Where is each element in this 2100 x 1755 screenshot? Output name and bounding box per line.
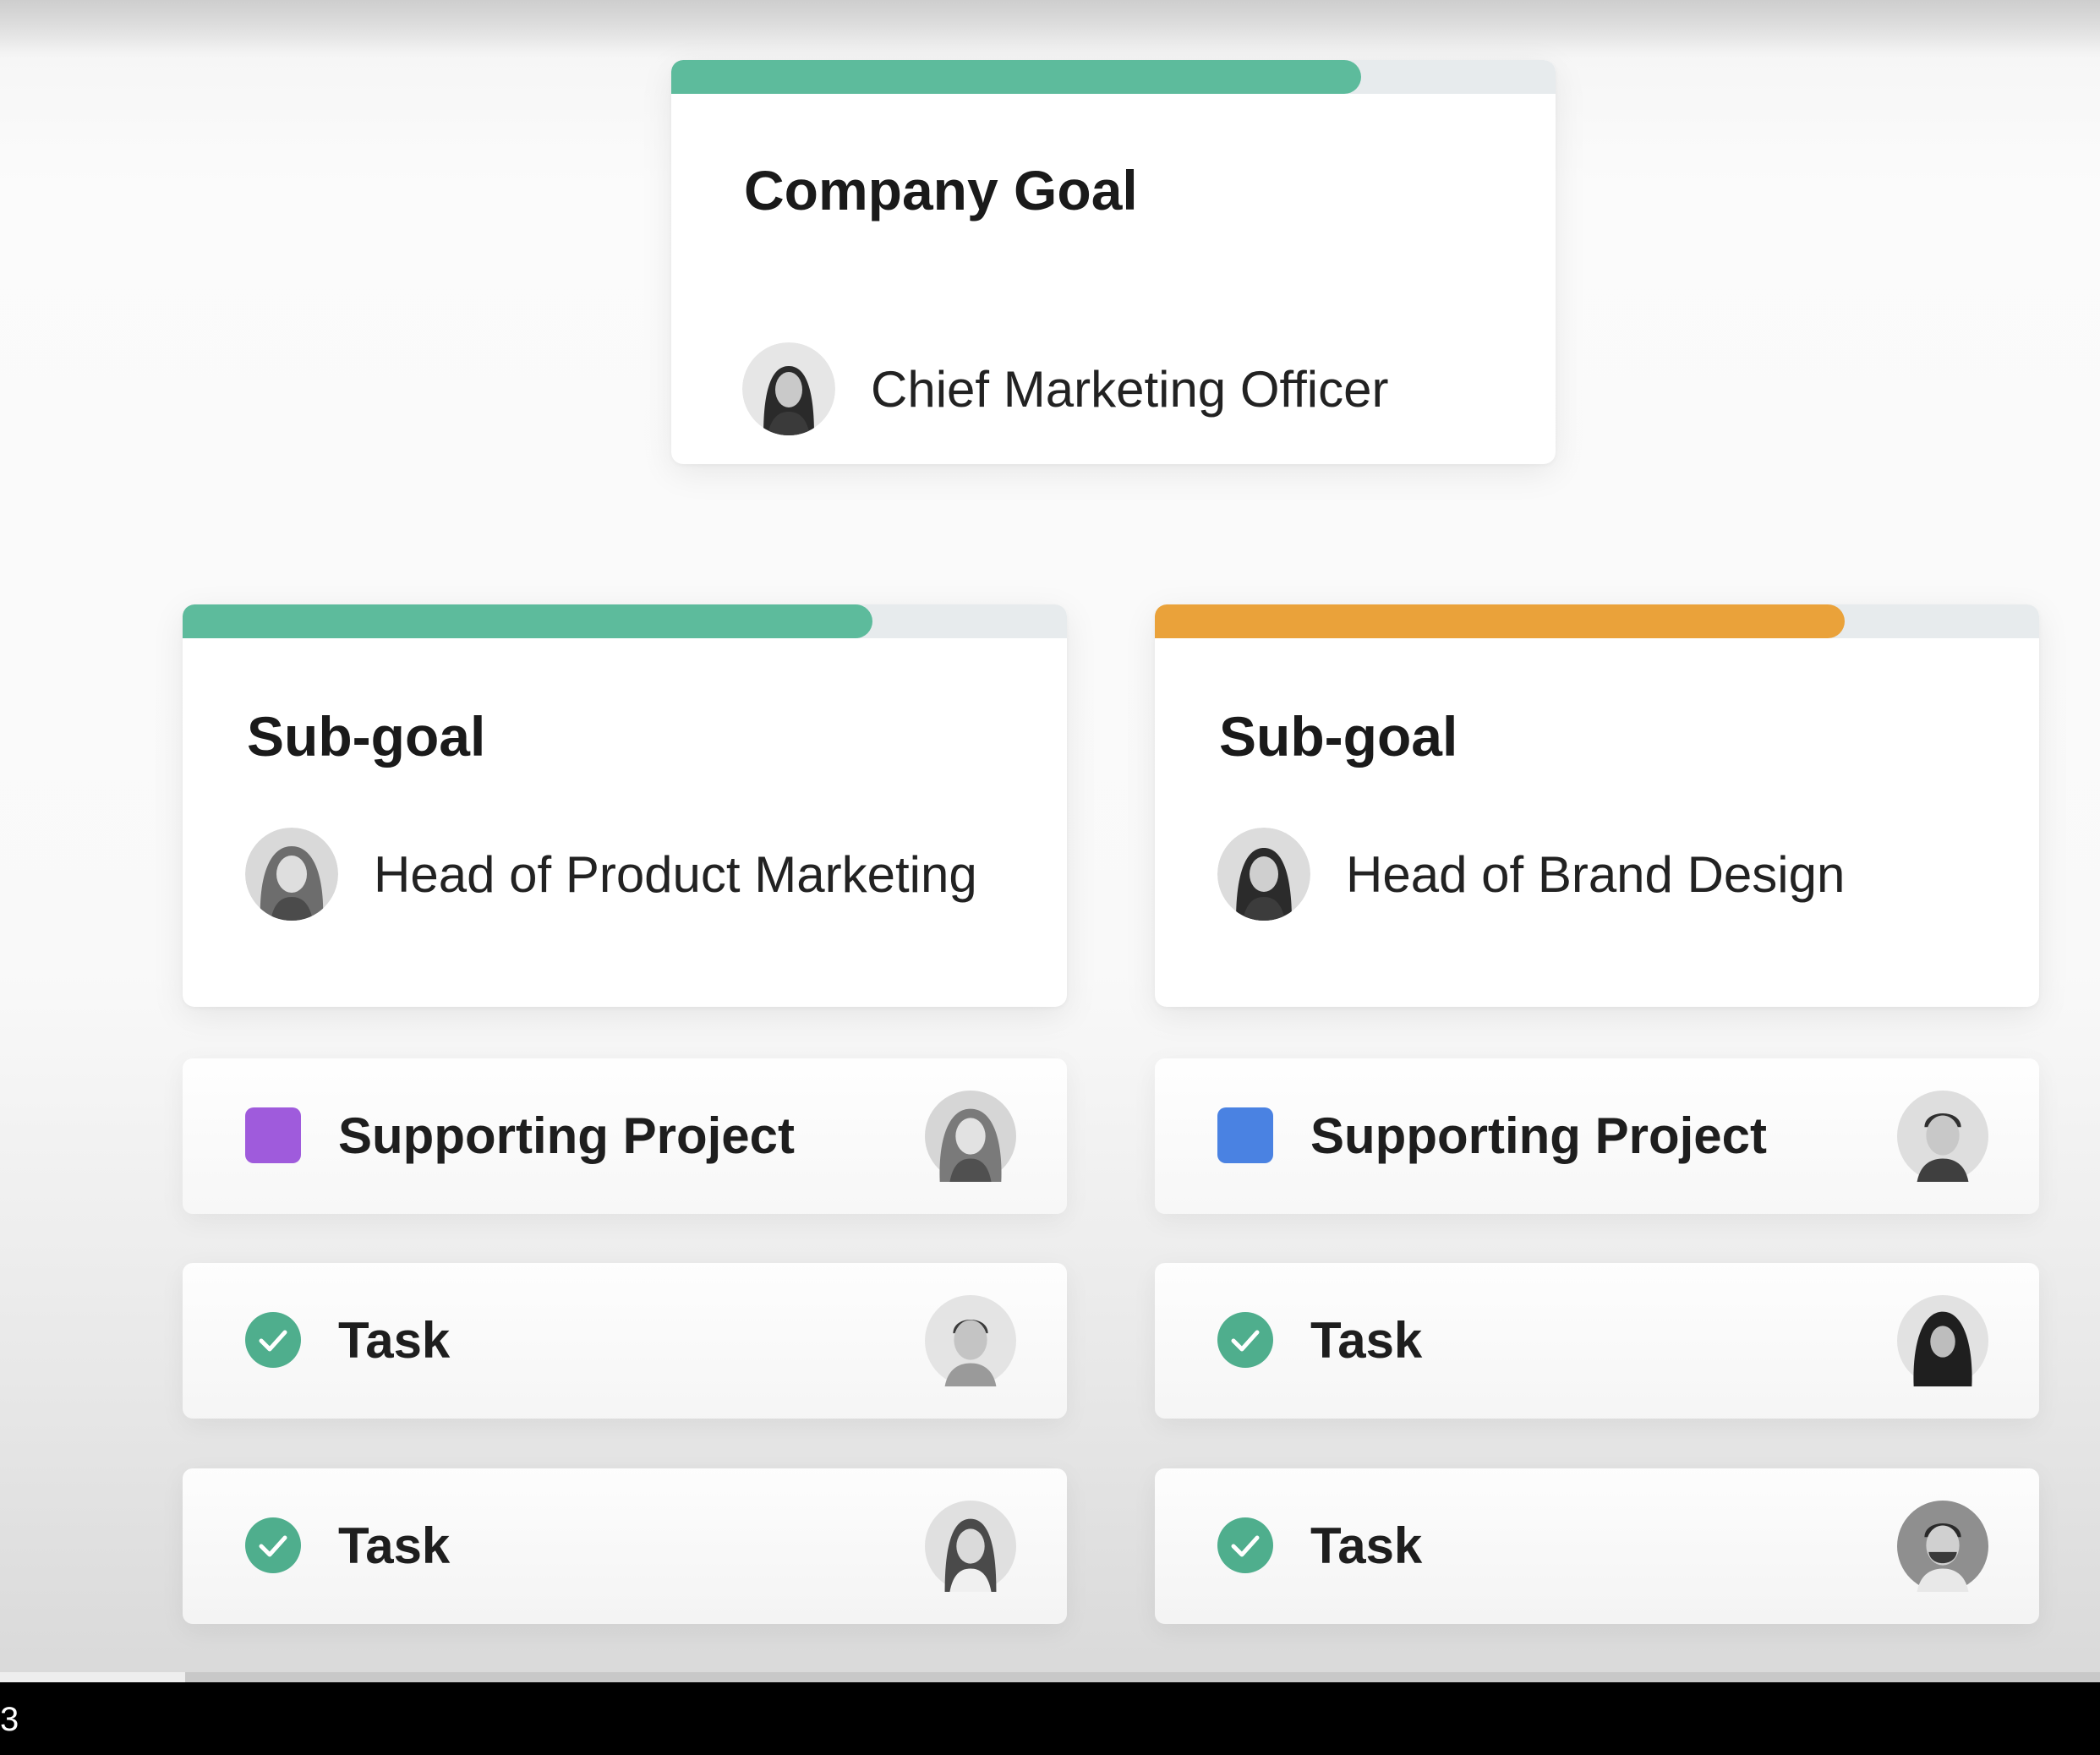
video-player-bar — [0, 1682, 2100, 1755]
avatar-man-icon — [1897, 1091, 1988, 1182]
avatar-woman-curly-icon — [245, 828, 338, 921]
avatar-man-beard-icon — [1897, 1501, 1988, 1592]
company-goal-progress-track — [671, 60, 1556, 94]
avatar-woman-icon — [742, 342, 835, 435]
supporting-project-row[interactable]: Supporting Project — [1155, 1058, 2039, 1214]
supporting-project-row[interactable]: Supporting Project — [183, 1058, 1067, 1214]
check-circle-icon[interactable] — [245, 1312, 301, 1368]
avatar-woman-icon — [925, 1501, 1016, 1592]
subgoal-owner[interactable]: Head of Product Marketing — [245, 828, 977, 921]
goal-hierarchy-canvas: Company Goal Chief Marketing Officer Sub… — [0, 0, 2100, 1682]
subgoal-title: Sub-goal — [247, 705, 486, 768]
company-goal-card[interactable]: Company Goal Chief Marketing Officer — [671, 60, 1556, 464]
subgoal-progress-track — [1155, 604, 2039, 638]
supporting-project-label: Supporting Project — [338, 1107, 795, 1164]
subgoal-card-product-marketing[interactable]: Sub-goal Head of Product Marketing — [183, 604, 1067, 1007]
supporting-project-label: Supporting Project — [1310, 1107, 1767, 1164]
blue-square-icon — [1217, 1107, 1273, 1163]
subgoal-progress-fill — [1155, 604, 1845, 638]
subgoal-owner-name: Head of Product Marketing — [374, 845, 977, 903]
avatar-man-icon — [925, 1295, 1016, 1386]
task-label: Task — [338, 1312, 451, 1369]
subgoal-card-brand-design[interactable]: Sub-goal Head of Brand Design — [1155, 604, 2039, 1007]
top-shadow — [0, 0, 2100, 59]
avatar-woman-hijab-icon — [1897, 1295, 1988, 1386]
check-circle-icon[interactable] — [1217, 1312, 1273, 1368]
company-goal-owner[interactable]: Chief Marketing Officer — [742, 342, 1388, 435]
subgoal-progress-fill — [183, 604, 872, 638]
check-circle-icon[interactable] — [1217, 1517, 1273, 1573]
avatar-woman-icon — [1217, 828, 1310, 921]
task-row[interactable]: Task — [183, 1468, 1067, 1624]
company-goal-progress-fill — [671, 60, 1361, 94]
video-progress-bar[interactable] — [0, 1672, 2100, 1682]
task-label: Task — [338, 1517, 451, 1574]
purple-square-icon — [245, 1107, 301, 1163]
subgoal-title: Sub-goal — [1219, 705, 1458, 768]
task-row[interactable]: Task — [1155, 1263, 2039, 1419]
subgoal-owner-name: Head of Brand Design — [1346, 845, 1846, 903]
avatar-woman-curly-icon — [925, 1091, 1016, 1182]
subgoal-owner[interactable]: Head of Brand Design — [1217, 828, 1845, 921]
check-circle-icon[interactable] — [245, 1517, 301, 1573]
task-label: Task — [1310, 1517, 1423, 1574]
subgoal-progress-track — [183, 604, 1067, 638]
task-label: Task — [1310, 1312, 1423, 1369]
task-row[interactable]: Task — [183, 1263, 1067, 1419]
video-time-code: 3 — [0, 1701, 19, 1738]
video-progress-played — [0, 1672, 185, 1682]
company-goal-title: Company Goal — [744, 159, 1138, 221]
task-row[interactable]: Task — [1155, 1468, 2039, 1624]
company-goal-owner-name: Chief Marketing Officer — [871, 360, 1389, 418]
